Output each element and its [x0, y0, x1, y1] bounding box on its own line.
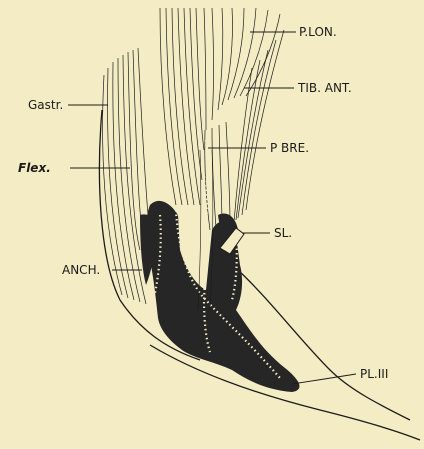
label-pl-iii: PL.III: [360, 368, 388, 380]
label-gastr: Gastr.: [28, 99, 63, 111]
label-flex: Flex.: [18, 162, 51, 174]
label-anch: ANCH.: [62, 264, 100, 276]
tibialis-fibres: [234, 30, 284, 222]
label-tib-ant: TIB. ANT.: [298, 82, 352, 94]
gastrocnemius-fibres: [103, 48, 148, 304]
label-sl: SL.: [274, 227, 292, 239]
upper-tendon-fibres: [160, 8, 280, 205]
label-p-bre: P BRE.: [270, 142, 309, 154]
label-p-lon: P.LON.: [299, 26, 337, 38]
